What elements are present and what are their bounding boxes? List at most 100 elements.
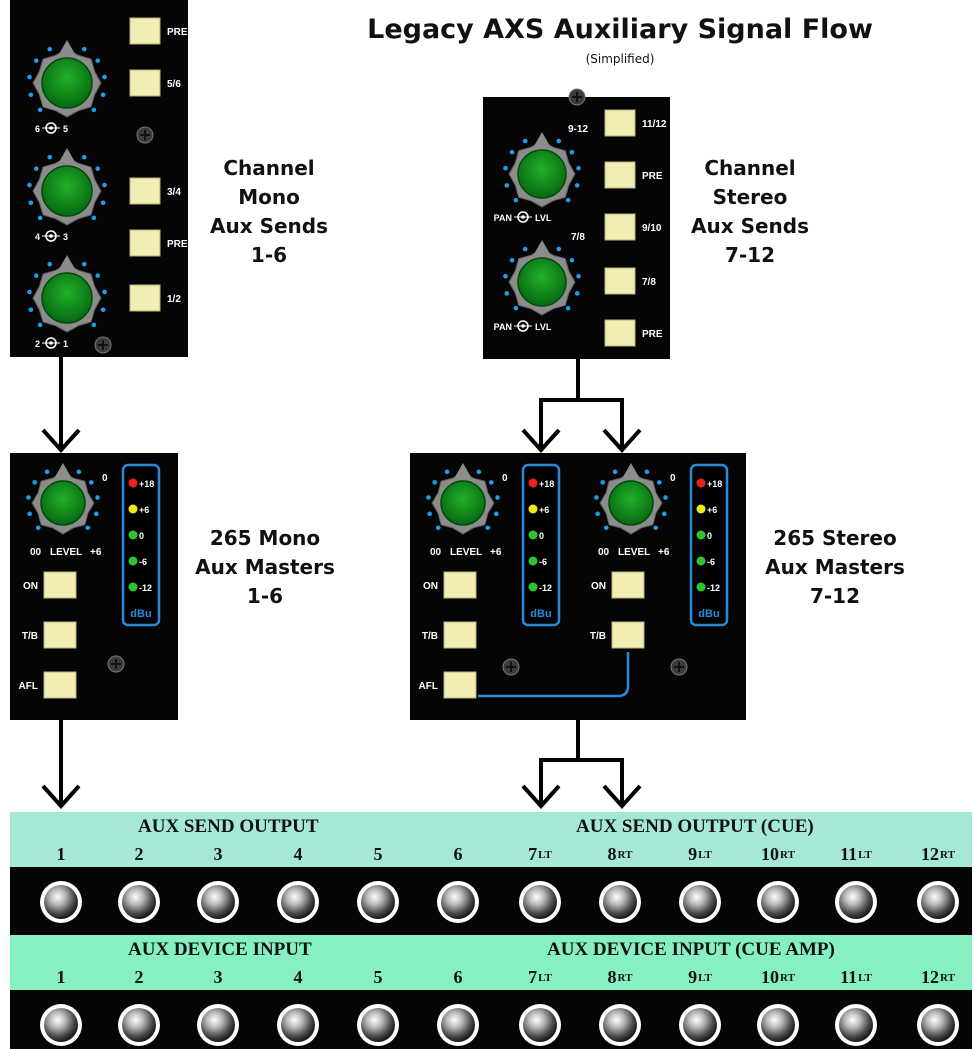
jack-socket[interactable] [599, 881, 641, 923]
button-face[interactable] [444, 572, 476, 598]
jack-socket[interactable] [599, 1004, 641, 1046]
jack-hole[interactable] [281, 1008, 315, 1042]
button-face[interactable] [444, 672, 476, 698]
jack-socket[interactable] [197, 1004, 239, 1046]
button-face[interactable] [44, 572, 76, 598]
jack-socket[interactable] [437, 881, 479, 923]
scale-dot [95, 495, 100, 500]
jack-hole[interactable] [523, 885, 557, 919]
jack-hole[interactable] [839, 885, 873, 919]
knob-cap [42, 58, 92, 108]
jack-socket[interactable] [835, 881, 877, 923]
jack-hole[interactable] [44, 1008, 78, 1042]
jack-hole[interactable] [603, 885, 637, 919]
jack-hole[interactable] [281, 885, 315, 919]
meter-label: -6 [539, 557, 547, 567]
jack-socket[interactable] [519, 1004, 561, 1046]
jack-hole[interactable] [921, 1008, 955, 1042]
meter-label: +18 [139, 479, 154, 489]
button-face[interactable] [44, 622, 76, 648]
button-face[interactable] [130, 70, 160, 96]
jack-hole[interactable] [603, 1008, 637, 1042]
jack-socket[interactable] [357, 1004, 399, 1046]
button-face[interactable] [612, 572, 644, 598]
button-face[interactable] [605, 110, 635, 136]
scale-dot [92, 108, 97, 113]
scale-dot [102, 75, 107, 80]
jack-socket[interactable] [357, 881, 399, 923]
jack-socket[interactable] [835, 1004, 877, 1046]
jack-hole[interactable] [921, 885, 955, 919]
jack-number: 7LT [528, 844, 552, 865]
jack-socket[interactable] [277, 1004, 319, 1046]
knob-min-label: 00 [598, 547, 610, 558]
jack-hole[interactable] [523, 1008, 557, 1042]
jack-socket[interactable] [118, 881, 160, 923]
jack-hole[interactable] [441, 1008, 475, 1042]
jack-hole[interactable] [683, 885, 717, 919]
jack-socket[interactable] [917, 881, 959, 923]
button-label: 5/6 [167, 79, 181, 90]
jack-number: 7LT [528, 967, 552, 988]
jack-hole[interactable] [761, 1008, 795, 1042]
screw-icon [108, 656, 124, 672]
label-line: Aux Sends [670, 212, 830, 241]
button-face[interactable] [130, 285, 160, 311]
jack-socket[interactable] [757, 1004, 799, 1046]
meter-label: +6 [139, 505, 149, 515]
jack-hole[interactable] [201, 885, 235, 919]
knob-top-label: 0 [502, 473, 508, 484]
knob-cap [41, 481, 85, 525]
jack-hole[interactable] [44, 885, 78, 919]
button-label: 3/4 [167, 187, 181, 198]
knob-cap [518, 150, 566, 198]
jack-hole[interactable] [441, 885, 475, 919]
scale-dot [27, 512, 32, 517]
jack-socket[interactable] [40, 881, 82, 923]
knob-cap [518, 258, 566, 306]
jack-hole[interactable] [122, 1008, 156, 1042]
scale-dot [523, 247, 528, 252]
button-face[interactable] [605, 320, 635, 346]
button-label: ON [591, 581, 606, 592]
jack-hole[interactable] [683, 1008, 717, 1042]
button-face[interactable] [130, 18, 160, 44]
jack-hole[interactable] [122, 885, 156, 919]
jack-socket[interactable] [519, 881, 561, 923]
jack-socket[interactable] [118, 1004, 160, 1046]
level-meter: +18+60-6-12dBu [123, 465, 159, 625]
button-face[interactable] [444, 622, 476, 648]
scale-dot [657, 480, 662, 485]
jack-socket[interactable] [679, 1004, 721, 1046]
button-face[interactable] [130, 230, 160, 256]
jack-socket[interactable] [679, 881, 721, 923]
scale-dot [27, 183, 32, 188]
jack-socket[interactable] [917, 1004, 959, 1046]
label-line: 265 Stereo [750, 524, 920, 553]
aux-device-input-banner: AUX DEVICE INPUT AUX DEVICE INPUT (CUE A… [10, 935, 972, 990]
knob-max-label: +6 [90, 547, 102, 558]
button-face[interactable] [44, 672, 76, 698]
jack-hole[interactable] [839, 1008, 873, 1042]
pan-center [521, 324, 525, 328]
label-line: Stereo [670, 183, 830, 212]
scale-dot [101, 200, 106, 205]
button-face[interactable] [605, 214, 635, 240]
jack-socket[interactable] [40, 1004, 82, 1046]
button-label: 9/10 [642, 223, 662, 234]
jack-socket[interactable] [757, 881, 799, 923]
button-face[interactable] [605, 162, 635, 188]
button-face[interactable] [130, 178, 160, 204]
jack-socket[interactable] [437, 1004, 479, 1046]
jack-hole[interactable] [361, 1008, 395, 1042]
jack-socket[interactable] [197, 881, 239, 923]
jack-socket[interactable] [277, 881, 319, 923]
knob-cap [441, 481, 485, 525]
scale-dot [514, 198, 519, 203]
jack-hole[interactable] [761, 885, 795, 919]
jack-hole[interactable] [361, 885, 395, 919]
jack-hole[interactable] [201, 1008, 235, 1042]
meter-led [697, 505, 706, 514]
button-face[interactable] [605, 268, 635, 294]
button-face[interactable] [612, 622, 644, 648]
